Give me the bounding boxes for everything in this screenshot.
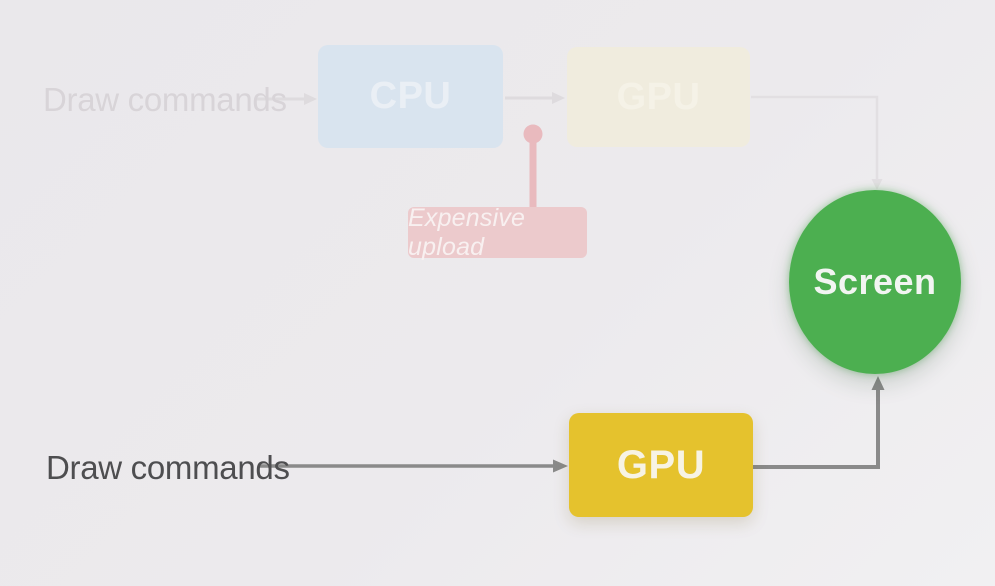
expensive-upload-callout: Expensive upload xyxy=(408,204,587,261)
gpu-faded-node: GPU xyxy=(567,47,750,147)
upload-annotation-pin xyxy=(523,124,543,208)
gpu-faded-node-label: GPU xyxy=(616,75,701,118)
cpu-node: CPU xyxy=(318,45,503,148)
faded-arrow-cpu-to-gpu xyxy=(505,92,565,104)
active-path-gpu-to-screen xyxy=(753,376,885,469)
cpu-node-label: CPU xyxy=(369,75,452,117)
gpu-node-label: GPU xyxy=(616,442,706,487)
screen-node: Screen xyxy=(789,190,961,374)
gpu-node: GPU xyxy=(569,413,753,517)
faded-path-gpu-to-screen xyxy=(751,95,883,190)
active-arrow-input-to-gpu xyxy=(258,459,568,473)
draw-commands-label: Draw commands xyxy=(46,449,290,486)
screen-node-label: Screen xyxy=(813,261,937,302)
faded-draw-commands-label: Draw commands xyxy=(43,81,287,118)
expensive-upload-label: Expensive upload xyxy=(408,203,526,261)
